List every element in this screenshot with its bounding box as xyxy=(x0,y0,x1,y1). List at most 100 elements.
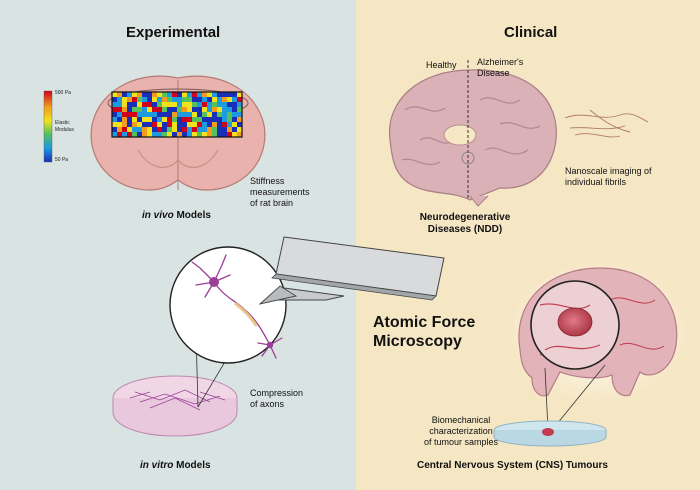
heatmap-cell xyxy=(147,117,152,122)
heatmap-cell xyxy=(232,102,237,107)
heatmap-cell xyxy=(122,132,127,137)
heatmap-cell xyxy=(217,102,222,107)
heatmap-cell xyxy=(142,92,147,97)
heatmap-cell xyxy=(202,102,207,107)
heatmap-cell xyxy=(192,132,197,137)
heatmap-cell xyxy=(202,92,207,97)
colorbar-mid-label-1: Elastic xyxy=(55,120,70,126)
heatmap-cell xyxy=(167,132,172,137)
afm-label-line-2: Microscopy xyxy=(373,333,462,350)
heatmap-cell xyxy=(192,112,197,117)
heatmap-cell xyxy=(157,112,162,117)
heatmap-cell xyxy=(132,122,137,127)
heatmap-border xyxy=(111,91,243,138)
heatmap-cell xyxy=(217,92,222,97)
colorbar-mid-label-2: Modulus xyxy=(55,127,74,133)
heatmap-cell xyxy=(187,117,192,122)
heatmap-cell xyxy=(227,127,232,132)
heatmap-cell xyxy=(177,117,182,122)
heatmap-cell xyxy=(237,117,242,122)
heatmap-cell xyxy=(217,117,222,122)
heatmap-cell xyxy=(207,122,212,127)
heatmap-cell xyxy=(177,102,182,107)
heatmap-cell xyxy=(167,112,172,117)
heatmap-cell xyxy=(162,107,167,112)
heatmap-cell xyxy=(227,107,232,112)
heatmap-cell xyxy=(232,107,237,112)
heatmap-cell xyxy=(112,117,117,122)
heatmap-cell xyxy=(232,132,237,137)
heatmap-cell xyxy=(132,132,137,137)
heatmap-cell xyxy=(117,102,122,107)
invivo-rest: Models xyxy=(173,210,211,221)
heatmap-cell xyxy=(222,107,227,112)
heatmap-cell xyxy=(127,112,132,117)
heatmap-cell xyxy=(202,127,207,132)
ndd-label: Neurodegenerative Diseases (NDD) xyxy=(410,212,520,236)
heatmap-cell xyxy=(142,132,147,137)
heatmap-cell xyxy=(187,102,192,107)
heatmap-cell xyxy=(127,107,132,112)
heatmap-cell xyxy=(152,127,157,132)
heatmap-cell xyxy=(157,102,162,107)
heatmap-cell xyxy=(132,117,137,122)
heatmap-cell xyxy=(197,107,202,112)
heatmap-cell xyxy=(172,127,177,132)
heatmap-cell xyxy=(207,97,212,102)
heatmap-cell xyxy=(127,122,132,127)
heatmap-cell xyxy=(157,117,162,122)
heatmap-cell xyxy=(222,122,227,127)
heatmap-cell xyxy=(142,102,147,107)
heatmap-cell xyxy=(122,127,127,132)
heatmap-cell xyxy=(122,107,127,112)
heatmap-cell xyxy=(177,97,182,102)
heatmap-cell xyxy=(207,107,212,112)
heatmap-cell xyxy=(137,117,142,122)
biomech-caption: Biomechanical characterization of tumour… xyxy=(417,415,505,448)
heatmap-cell xyxy=(137,97,142,102)
heatmap-cell xyxy=(172,117,177,122)
heatmap-cell xyxy=(202,97,207,102)
heatmap-cell xyxy=(162,127,167,132)
heatmap-cell xyxy=(167,102,172,107)
heatmap-cell xyxy=(117,107,122,112)
heatmap-cell xyxy=(162,112,167,117)
elastic-modulus-colorbar xyxy=(43,90,53,163)
stiffness-caption-line-3: of rat brain xyxy=(250,198,294,208)
heatmap-cell xyxy=(142,127,147,132)
heatmap-cell xyxy=(132,97,137,102)
heatmap-cell xyxy=(207,127,212,132)
heatmap-cell xyxy=(192,92,197,97)
tumour-brain xyxy=(506,260,690,404)
heatmap-cell xyxy=(132,107,137,112)
heatmap-cell xyxy=(222,132,227,137)
heatmap-cell xyxy=(187,122,192,127)
heatmap-cell xyxy=(112,107,117,112)
heatmap-cell xyxy=(172,107,177,112)
heatmap-cell xyxy=(227,117,232,122)
heatmap-cell xyxy=(167,92,172,97)
heatmap-cell xyxy=(167,97,172,102)
invivo-italic: in vivo xyxy=(142,210,174,221)
heatmap-cell xyxy=(212,92,217,97)
heatmap-cell xyxy=(212,127,217,132)
heatmap-cell xyxy=(137,127,142,132)
heatmap-cell xyxy=(212,112,217,117)
heatmap-cell xyxy=(217,97,222,102)
colorbar-max-label: 500 Pa xyxy=(55,90,71,96)
heatmap-cell xyxy=(132,92,137,97)
heatmap-cell xyxy=(112,132,117,137)
heatmap-cell xyxy=(177,132,182,137)
biomech-line-2: characterization xyxy=(429,426,493,436)
heatmap-cell xyxy=(212,132,217,137)
heatmap-cell xyxy=(187,112,192,117)
heatmap-cell xyxy=(162,117,167,122)
heatmap-cell xyxy=(237,127,242,132)
heatmap-cell xyxy=(207,117,212,122)
heatmap-cell xyxy=(227,132,232,137)
heatmap-cell xyxy=(127,127,132,132)
heatmap-cell xyxy=(162,132,167,137)
heatmap-cell xyxy=(167,127,172,132)
heatmap-cell xyxy=(152,122,157,127)
heatmap-cell xyxy=(142,117,147,122)
